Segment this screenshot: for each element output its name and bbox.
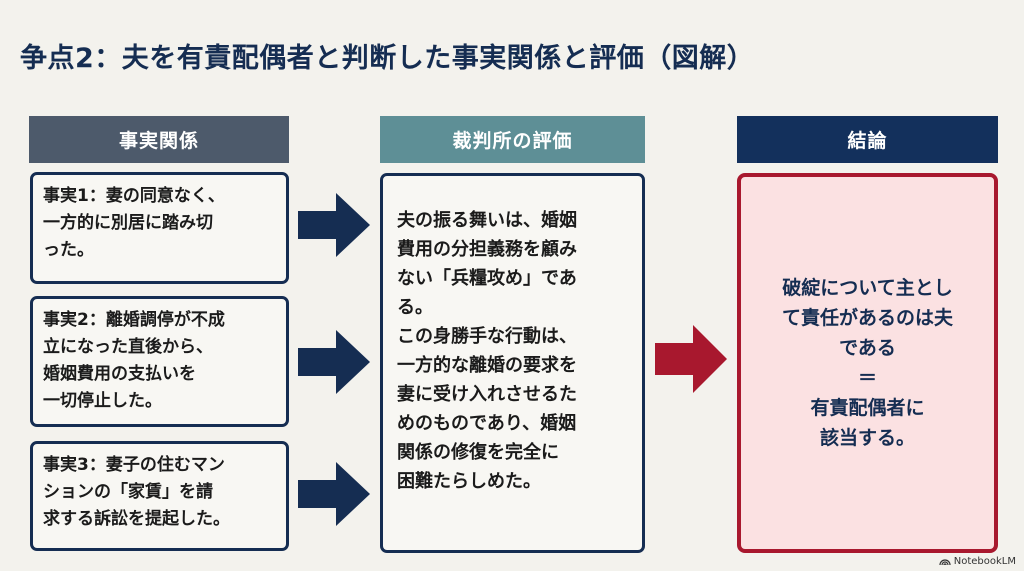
notebooklm-logo-icon — [939, 559, 951, 566]
facts-column-header: 事実関係 — [29, 116, 289, 163]
fact-text: 事実3：妻子の住むマン ションの「家賃」を請 求する訴訟を提起した。 — [43, 455, 230, 529]
conclusion-line: 有責配偶者に — [810, 397, 925, 419]
watermark: NotebookLM — [939, 556, 1016, 567]
conclusion-line: 該当する。 — [819, 427, 915, 449]
fact-box-2: 事実2：離婚調停が不成 立になった直後から、 婚姻費用の支払いを 一切停止した。 — [30, 296, 289, 427]
evaluation-paragraph-1: 夫の振る舞いは、婚姻 費用の分担義務を顧み ない「兵糧攻め」であ る。 — [397, 210, 577, 318]
watermark-text: NotebookLM — [953, 556, 1016, 567]
conclusion-box: 破綻について主とし て責任があるのは夫 である ＝ 有責配偶者に 該当する。 — [737, 173, 998, 553]
fact-box-3: 事実3：妻子の住むマン ションの「家賃」を請 求する訴訟を提起した。 — [30, 441, 289, 551]
right-arrow-icon — [298, 193, 370, 257]
conclusion-line: て責任があるのは夫 — [781, 307, 953, 329]
evaluation-paragraph-2: この身勝手な行動は、 一方的な離婚の要求を 妻に受け入れさせるた めのものであり… — [397, 326, 577, 492]
right-arrow-icon — [298, 462, 370, 526]
right-arrow-icon — [298, 330, 370, 394]
fact-text: 事実1：妻の同意なく、 一方的に別居に踏み切 った。 — [43, 186, 225, 260]
evaluation-box: 夫の振る舞いは、婚姻 費用の分担義務を顧み ない「兵糧攻め」であ る。 この身勝… — [380, 173, 645, 553]
conclusion-arrow-icon — [655, 325, 727, 393]
conclusion-line: である — [839, 337, 896, 359]
evaluation-column-header: 裁判所の評価 — [380, 116, 645, 163]
conclusion-column-header: 結論 — [737, 116, 998, 163]
page-title: 争点2：夫を有責配偶者と判断した事実関係と評価（図解） — [20, 43, 755, 74]
equals-sign: ＝ — [857, 367, 877, 389]
fact-text: 事実2：離婚調停が不成 立になった直後から、 婚姻費用の支払いを 一切停止した。 — [43, 310, 225, 411]
fact-box-1: 事実1：妻の同意なく、 一方的に別居に踏み切 った。 — [30, 172, 289, 284]
conclusion-line: 破綻について主とし — [782, 277, 953, 299]
